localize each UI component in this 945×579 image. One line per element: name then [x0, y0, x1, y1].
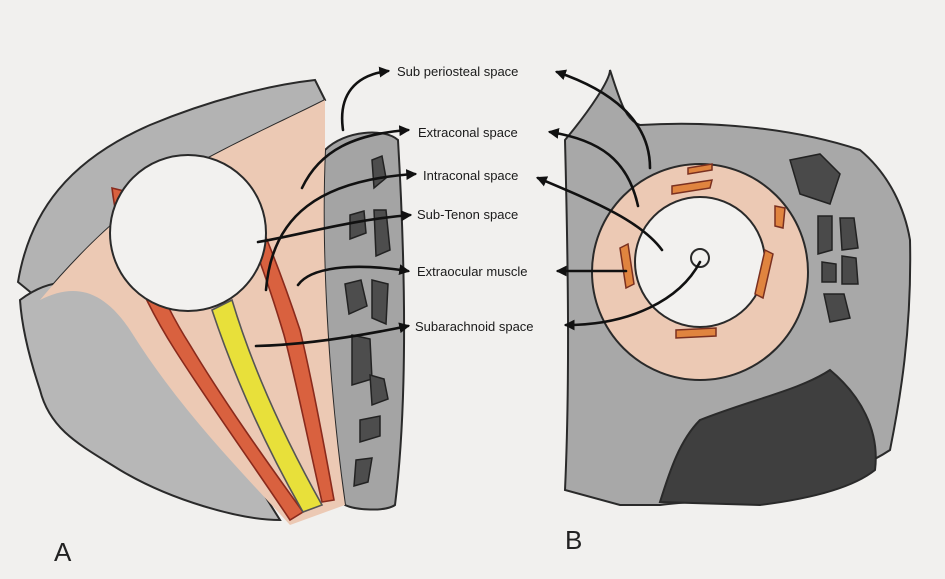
arrow-a-sub-tenon [256, 210, 413, 244]
maxillary-sinus [658, 368, 877, 507]
panel-b-arrows [535, 69, 702, 331]
label-extraconal: Extraconal space [418, 125, 518, 140]
ethmoid-air-cells [344, 154, 391, 488]
label-sub-periosteal: Sub periosteal space [397, 64, 518, 79]
arrow-a-sub-periosteal [340, 66, 391, 132]
space-labels: Sub periosteal space Extraconal space In… [397, 64, 534, 334]
arrow-a-subarachnoid [254, 322, 411, 348]
arrow-b-subarachnoid [563, 260, 702, 331]
optic-nerve [211, 298, 324, 513]
panel-a-arrows [254, 66, 418, 348]
arrow-b-extraconal [547, 127, 640, 208]
arrow-a-extraconal [300, 125, 411, 190]
arrow-a-intraconal [264, 169, 418, 292]
panel-b-coronal-section [563, 69, 912, 507]
panel-label-a: A [54, 537, 72, 567]
coronal-muscles [619, 163, 786, 339]
coronal-ethmoid-cells [789, 153, 859, 323]
globe [109, 154, 267, 312]
panel-a-sagittal-section [16, 78, 405, 525]
label-extraocular-muscle: Extraocular muscle [417, 264, 528, 279]
arrow-a-extraocular-muscle [296, 264, 411, 287]
label-intraconal: Intraconal space [423, 168, 518, 183]
arrow-b-intraconal [535, 176, 664, 252]
superior-rectus-muscle [227, 174, 335, 503]
arrow-b-sub-periosteal [554, 69, 652, 170]
panel-label-b: B [565, 525, 582, 555]
coronal-optic-nerve [690, 248, 710, 268]
label-sub-tenon: Sub-Tenon space [417, 207, 518, 222]
label-subarachnoid: Subarachnoid space [415, 319, 534, 334]
